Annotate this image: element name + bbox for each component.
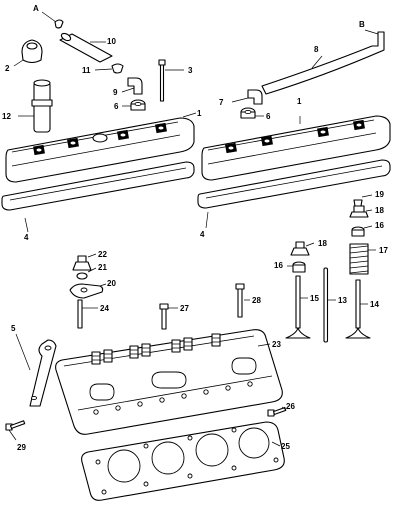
callout-16-right: 16 <box>375 221 384 230</box>
bolt-3 <box>158 59 184 102</box>
callout-1-left: 1 <box>197 109 202 118</box>
rocker-nut-mid <box>290 241 315 256</box>
callout-17: 17 <box>379 246 388 255</box>
valve-cover-right <box>201 115 391 181</box>
callout-11: 11 <box>82 66 91 75</box>
callout-23: 23 <box>272 340 281 349</box>
valve-cover-gasket-right <box>197 159 391 229</box>
oil-fill-tube <box>18 79 53 133</box>
rocker-nut-left <box>72 253 97 271</box>
grommet-left <box>122 99 146 111</box>
intake-valve <box>285 275 311 339</box>
callout-16-mid: 16 <box>274 261 283 270</box>
callout-4-left: 4 <box>24 233 29 242</box>
callout-B: B <box>359 20 365 29</box>
head-bolt-26 <box>267 406 287 417</box>
callout-4-right: 4 <box>200 230 205 239</box>
grommet-right <box>240 107 264 119</box>
tube-clamp-top <box>41 11 64 29</box>
callout-7: 7 <box>219 98 224 107</box>
callout-28: 28 <box>252 296 261 305</box>
hose-clamp <box>94 63 124 74</box>
callout-8: 8 <box>314 45 319 54</box>
callout-22: 22 <box>98 250 107 259</box>
callout-5: 5 <box>11 324 16 333</box>
valve-lock <box>353 194 373 207</box>
exhaust-bracket <box>15 333 57 407</box>
breather-tube <box>59 32 113 63</box>
callout-12: 12 <box>2 112 11 121</box>
callout-1-right: 1 <box>297 97 302 106</box>
rotator-cap-right <box>349 205 373 218</box>
callout-13: 13 <box>338 296 347 305</box>
breather-hose-right <box>261 29 385 95</box>
oil-fill-cap <box>13 39 43 67</box>
callout-14: 14 <box>370 300 379 309</box>
pivot-ball <box>76 267 97 280</box>
callout-3: 3 <box>188 66 193 75</box>
retainer-mid <box>287 261 306 273</box>
callout-29: 29 <box>17 443 26 452</box>
callout-2: 2 <box>5 64 10 73</box>
valve-spring <box>349 243 376 275</box>
callout-18-right: 18 <box>375 206 384 215</box>
callout-18-mid: 18 <box>318 239 327 248</box>
callout-26: 26 <box>286 402 295 411</box>
head-bolt-28 <box>235 283 250 318</box>
head-gasket <box>81 421 285 501</box>
callout-25: 25 <box>281 442 290 451</box>
callout-15: 15 <box>310 294 319 303</box>
exhaust-valve <box>345 279 371 339</box>
valve-cover-left <box>5 112 197 183</box>
valve-seal-right <box>351 225 373 237</box>
pushrod <box>323 267 336 343</box>
callout-21: 21 <box>98 263 107 272</box>
callout-A: A <box>33 4 39 13</box>
rocker-stud <box>77 299 98 329</box>
callout-6-right: 6 <box>266 112 271 121</box>
callout-6-left: 6 <box>114 102 119 111</box>
callout-24: 24 <box>100 304 109 313</box>
callout-10: 10 <box>107 37 116 46</box>
rocker-arm <box>69 283 107 299</box>
valve-cover-gasket-left <box>1 161 195 233</box>
pcv-hose-elbow <box>121 77 143 95</box>
head-bolt-27 <box>159 303 178 330</box>
cylinder-head <box>55 329 283 435</box>
callout-27: 27 <box>180 304 189 313</box>
callout-19: 19 <box>375 190 384 199</box>
pcv-valve-right <box>231 89 263 105</box>
callout-9: 9 <box>113 88 118 97</box>
bracket-bolt <box>5 420 26 441</box>
callout-20: 20 <box>107 279 116 288</box>
